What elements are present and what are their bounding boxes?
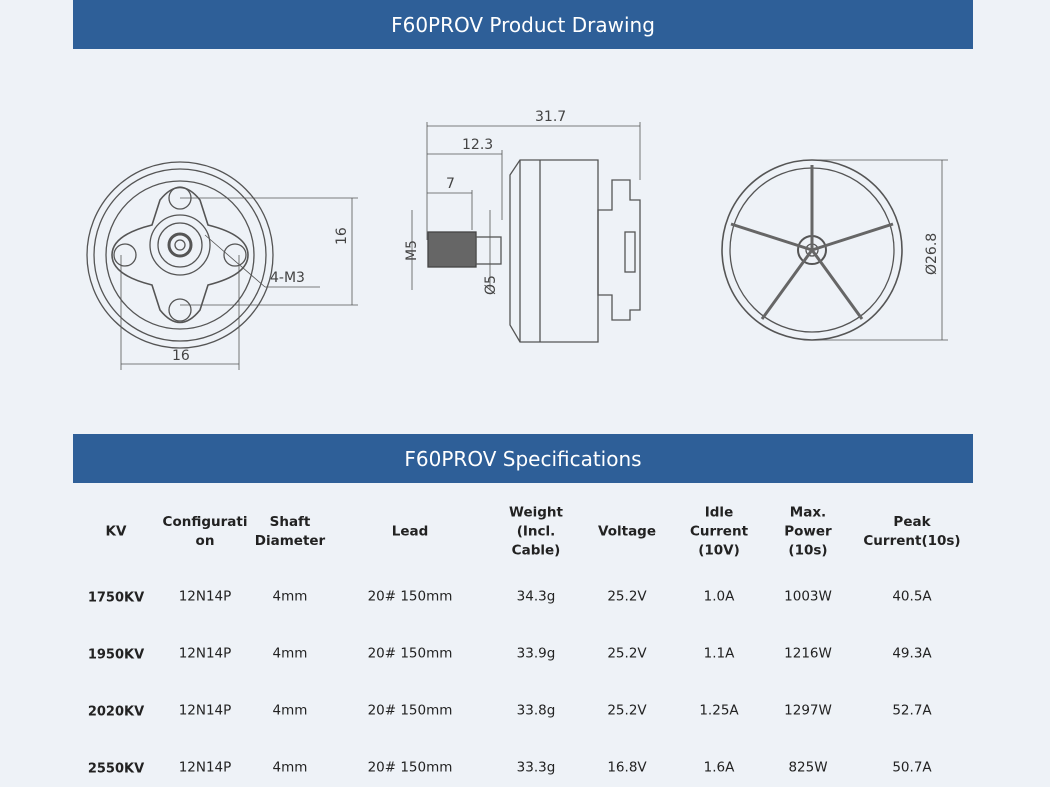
product-drawing-banner: F60PROV Product Drawing xyxy=(73,0,973,49)
table-cell: 1003W xyxy=(784,588,832,605)
dim-shaft-diameter: Ø5 xyxy=(483,275,499,295)
row-kv-label: 1750KV xyxy=(87,590,145,606)
dim-thread: M5 xyxy=(404,240,420,261)
table-cell: 52.7A xyxy=(892,702,932,719)
table-cell: 25.2V xyxy=(607,588,647,605)
rear-view-drawing xyxy=(721,159,948,341)
table-cell: 12N14P xyxy=(178,759,232,776)
row-kv-label: 2020KV xyxy=(87,704,145,720)
table-cell: 4mm xyxy=(272,759,308,776)
table-header: Peak Current(10s) xyxy=(863,514,961,549)
row-kv-label: 1950KV xyxy=(87,647,145,663)
table-cell: 4mm xyxy=(272,588,308,605)
table-cell: 25.2V xyxy=(607,702,647,719)
table-cell: 34.3g xyxy=(516,588,556,605)
table-cell: 4mm xyxy=(272,645,308,662)
table-header: Weight (Incl. Cable) xyxy=(509,504,563,559)
dim-mount-holes: 4-M3 xyxy=(270,270,305,286)
table-cell: 1.0A xyxy=(703,588,735,605)
table-cell: 1.6A xyxy=(703,759,735,776)
table-cell: 20# 150mm xyxy=(367,645,453,662)
table-cell: 33.3g xyxy=(516,759,556,776)
dim-overall-length: 31.7 xyxy=(535,109,566,125)
table-header: Lead xyxy=(391,523,429,540)
table-cell: 12N14P xyxy=(178,702,232,719)
dim-bell-diameter: Ø26.8 xyxy=(924,233,940,275)
front-view-drawing xyxy=(86,161,358,370)
table-cell: 1216W xyxy=(784,645,832,662)
table-cell: 25.2V xyxy=(607,645,647,662)
table-cell: 33.9g xyxy=(516,645,556,662)
table-header: Max. Power (10s) xyxy=(784,504,832,559)
table-cell: 12N14P xyxy=(178,588,232,605)
table-cell: 12N14P xyxy=(178,645,232,662)
table-cell: 50.7A xyxy=(892,759,932,776)
table-header: Configurati on xyxy=(162,514,248,549)
specifications-banner: F60PROV Specifications xyxy=(73,434,973,483)
table-cell: 825W xyxy=(788,759,828,776)
table-header: KV xyxy=(105,523,127,540)
table-cell: 20# 150mm xyxy=(367,759,453,776)
table-cell: 49.3A xyxy=(892,645,932,662)
table-cell: 40.5A xyxy=(892,588,932,605)
table-header: Voltage xyxy=(598,523,656,540)
product-drawing: 16 16 4-M3 31.7 12.3 7 M5 Ø5 xyxy=(86,109,948,370)
dim-shaft-length: 12.3 xyxy=(462,137,493,153)
table-cell: 20# 150mm xyxy=(367,702,453,719)
dim-front-height: 16 xyxy=(334,227,350,245)
table-header: Idle Current (10V) xyxy=(689,504,749,559)
table-cell: 33.8g xyxy=(516,702,556,719)
table-cell: 4mm xyxy=(272,702,308,719)
table-cell: 1.25A xyxy=(699,702,739,719)
table-cell: 20# 150mm xyxy=(367,588,453,605)
dim-thread-length: 7 xyxy=(446,176,455,192)
row-kv-label: 2550KV xyxy=(87,761,145,777)
table-cell: 16.8V xyxy=(607,759,647,776)
side-view-drawing xyxy=(411,122,641,343)
table-cell: 1297W xyxy=(784,702,832,719)
table-cell: 1.1A xyxy=(703,645,735,662)
dim-front-width: 16 xyxy=(172,348,190,364)
table-header: Shaft Diameter xyxy=(254,514,326,549)
